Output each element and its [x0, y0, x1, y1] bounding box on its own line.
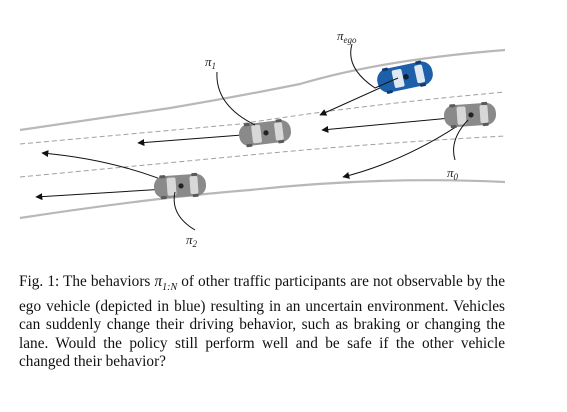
traffic-figure: πego π1 π0 π2	[19, 28, 506, 249]
label-pi-2: π2	[186, 232, 198, 249]
lane-divider-lower	[19, 135, 506, 178]
label-pi-1: π1	[205, 54, 216, 71]
figure-caption: Fig. 1: The behaviors π1:N of other traf…	[19, 273, 505, 372]
pointer-pi0	[453, 119, 469, 161]
road-edge-top	[19, 48, 506, 132]
lane-divider-upper	[19, 91, 506, 145]
car-pi1	[237, 117, 293, 149]
road-edge-bottom	[19, 179, 506, 220]
caption-math-symbol: π	[154, 273, 163, 290]
caption-text-before: The behaviors	[63, 273, 155, 290]
caption-prefix: Fig. 1:	[19, 273, 64, 290]
caption-math-subscript: 1:N	[162, 282, 178, 294]
caption-math: π1:N	[154, 273, 178, 294]
pointer-ego	[350, 43, 399, 89]
label-pi-ego: πego	[337, 28, 357, 45]
caption-text-after: of other traffic participants are not ob…	[19, 273, 505, 371]
label-pi-0: π0	[447, 165, 459, 182]
pointer-pi1	[216, 71, 256, 126]
pointer-pi2	[173, 191, 196, 231]
car-pi0	[443, 101, 497, 129]
